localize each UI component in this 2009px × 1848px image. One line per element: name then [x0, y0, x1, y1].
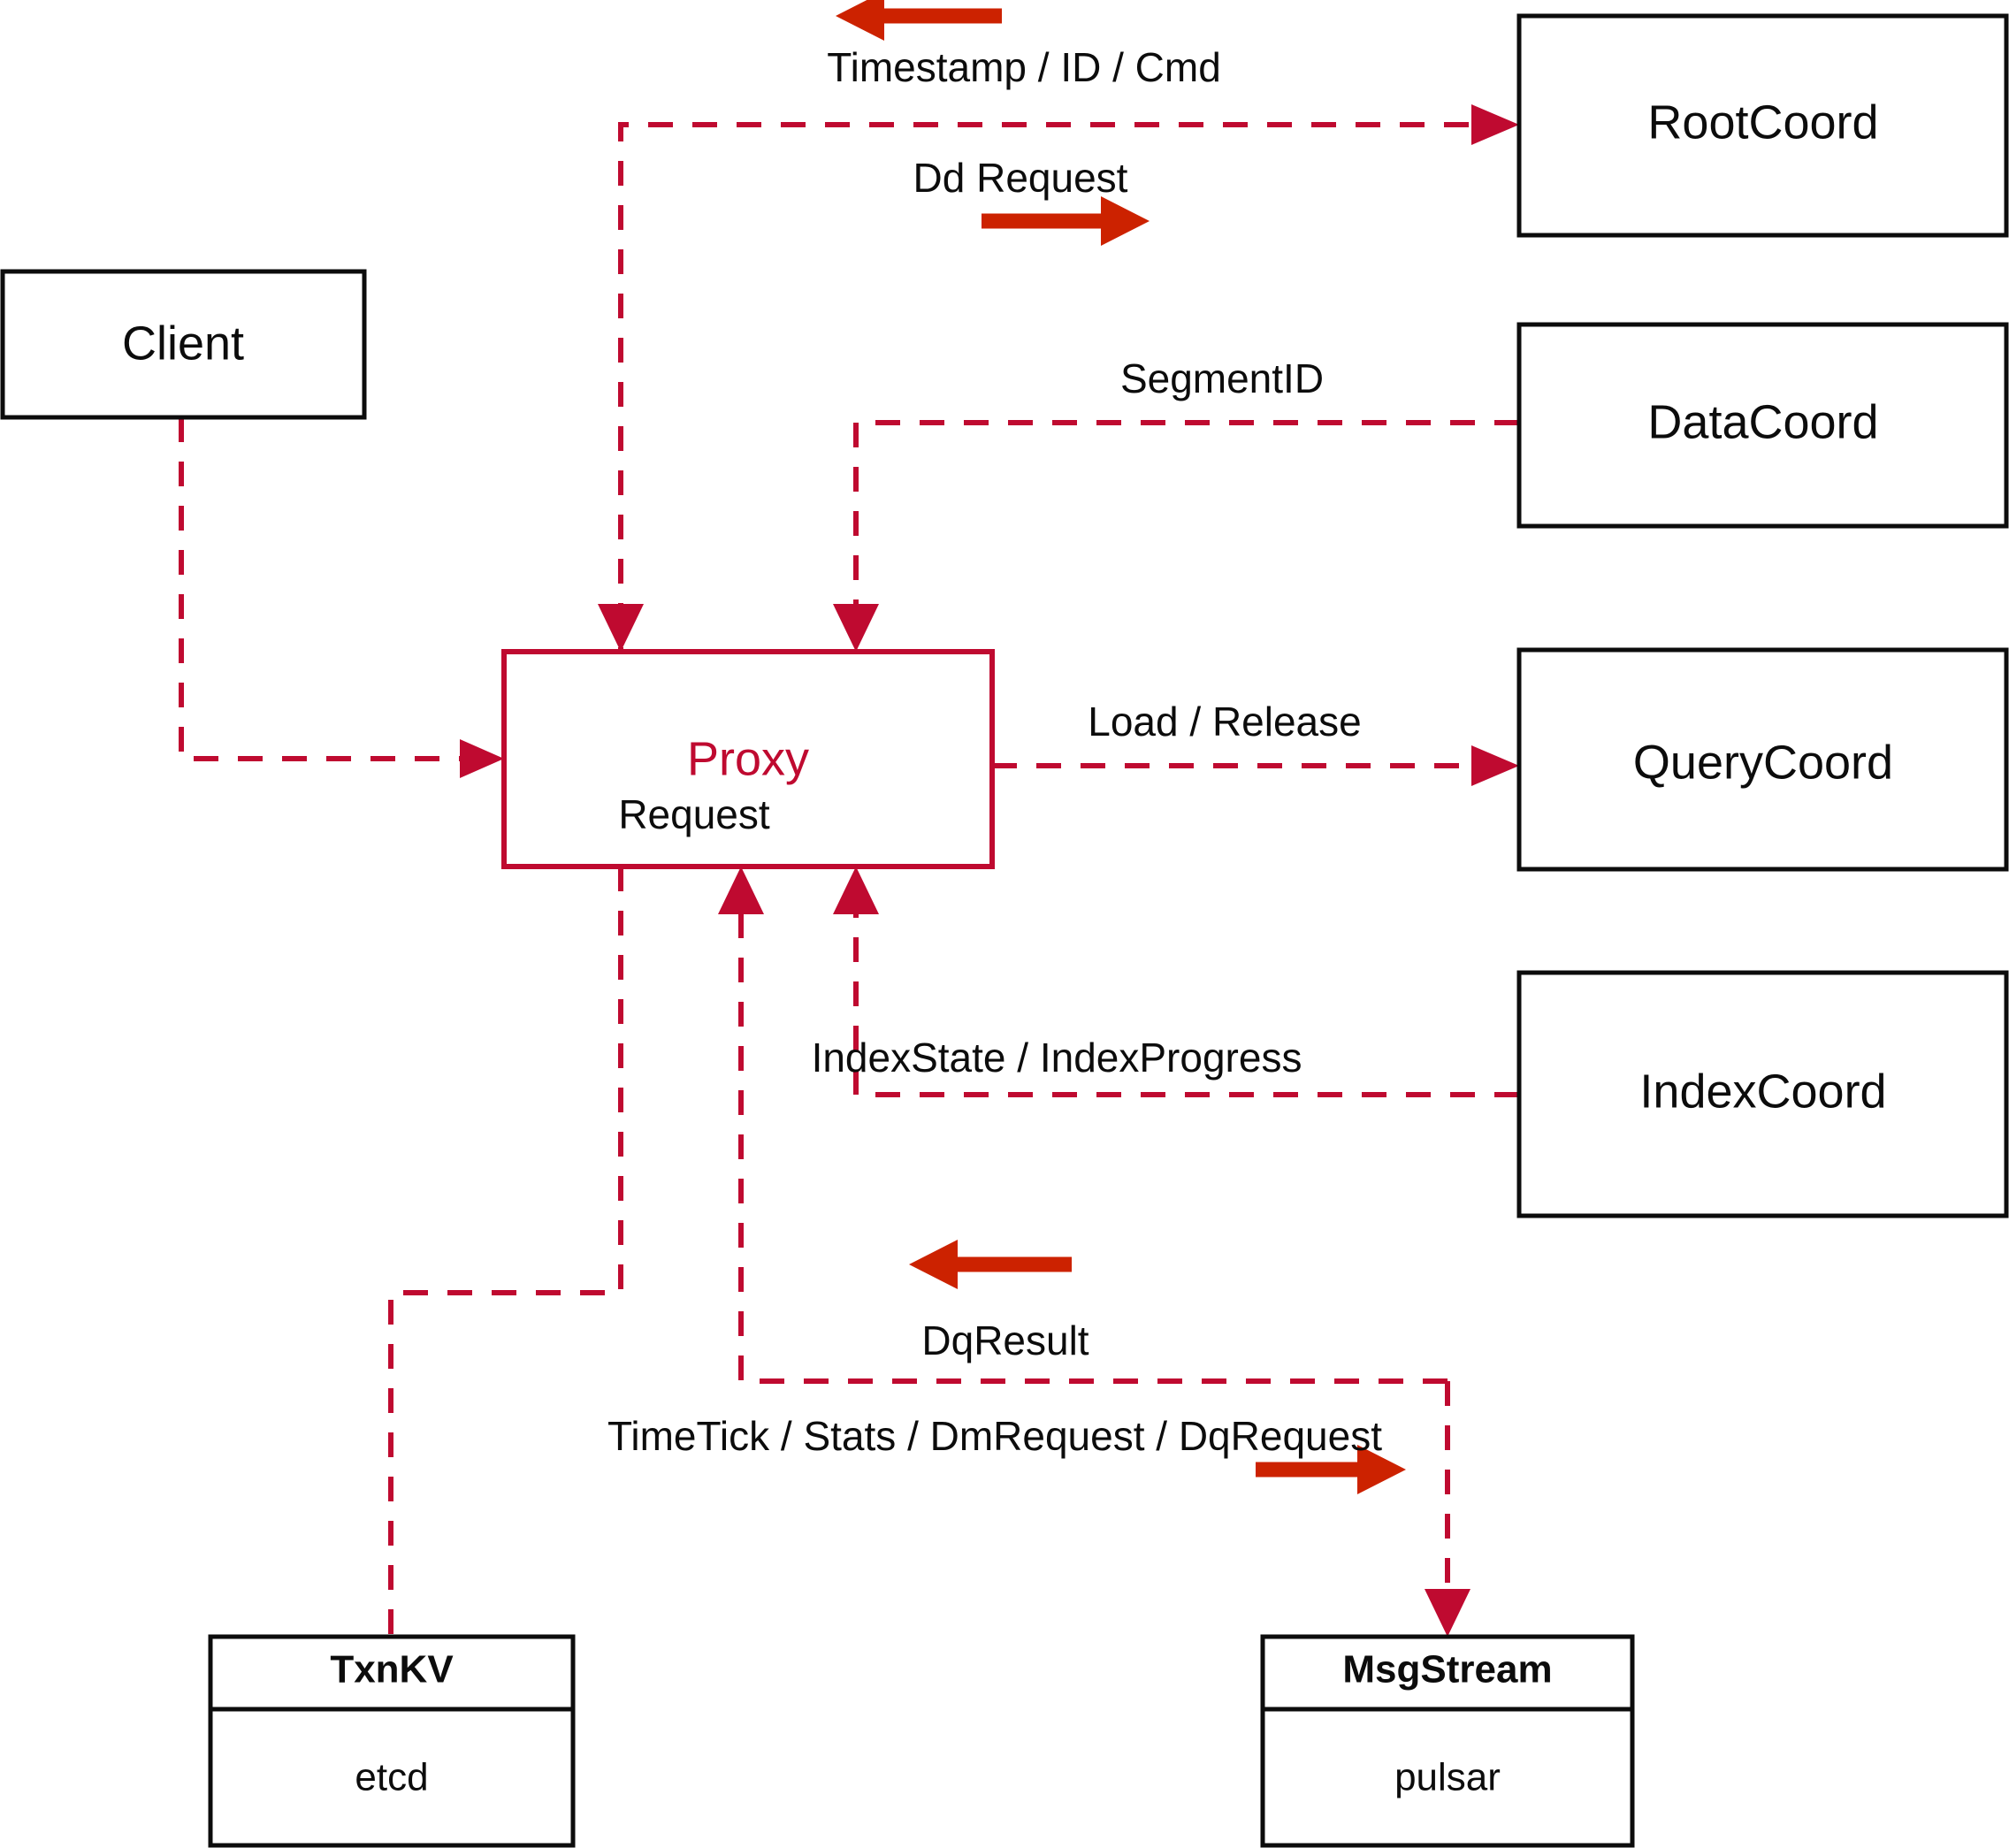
arrowhead-indexcoord [833, 867, 879, 914]
node-label-rootcoord: RootCoord [1647, 95, 1878, 149]
node-client[interactable]: Client [0, 269, 367, 420]
node-label-client: Client [122, 317, 244, 370]
edge-label-timestamp: Timestamp / ID / Cmd [827, 44, 1221, 90]
arrowhead-rootcoord-to-proxy [598, 604, 644, 652]
node-label-querycoord: QueryCoord [1633, 736, 1893, 789]
arrowhead-querycoord [1471, 745, 1519, 786]
arrowhead-msgstream-request [1425, 1589, 1470, 1637]
edge-line-rootcoord [618, 122, 1487, 672]
direction-arrow-dqresult [909, 1240, 1072, 1289]
arrowhead-client-request [460, 739, 504, 778]
node-sublabel-msgstream: pulsar [1394, 1756, 1501, 1799]
edge-label-client-request: Request [618, 791, 770, 837]
arrowhead-rootcoord [1471, 104, 1519, 145]
edge-label-segmentid: SegmentID [1120, 355, 1324, 401]
edge-label-dd-request: Dd Request [913, 155, 1128, 201]
direction-arrow-dd-request [982, 196, 1150, 246]
node-proxy[interactable]: Proxy [501, 649, 995, 869]
edge-label-indexstate: IndexState / IndexProgress [812, 1035, 1302, 1081]
edge-line-datacoord [853, 420, 1519, 619]
edge-line-txnkv [388, 867, 623, 1637]
node-label-txnkv: TxnKV [330, 1648, 454, 1691]
node-label-datacoord: DataCoord [1647, 395, 1878, 448]
node-datacoord[interactable]: DataCoord [1516, 322, 2009, 529]
edge-label-load-release: Load / Release [1088, 699, 1361, 745]
direction-arrow-timestamp [836, 0, 1002, 41]
node-label-msgstream: MsgStream [1342, 1648, 1552, 1691]
node-msgstream[interactable]: MsgStream pulsar [1260, 1634, 1635, 1848]
edge-label-msgstream-request: TimeTick / Stats / DmRequest / DqRequest [607, 1413, 1382, 1459]
node-label-indexcoord: IndexCoord [1639, 1065, 1886, 1118]
node-querycoord[interactable]: QueryCoord [1516, 647, 2009, 872]
node-sublabel-txnkv: etcd [355, 1756, 428, 1799]
node-txnkv[interactable]: TxnKV etcd [208, 1634, 576, 1848]
arrowhead-dqresult [718, 867, 764, 914]
node-rootcoord[interactable]: RootCoord [1516, 13, 2009, 238]
direction-arrow-msgstream-request [1256, 1445, 1406, 1494]
edge-line-dqresult [738, 902, 1448, 1384]
edge-line-client-request [179, 417, 482, 761]
arrowhead-datacoord [833, 604, 879, 652]
node-indexcoord[interactable]: IndexCoord [1516, 970, 2009, 1218]
edge-line-indexcoord [853, 902, 1519, 1097]
edge-label-dqresult: DqResult [921, 1317, 1089, 1363]
node-label-proxy: Proxy [687, 732, 809, 785]
